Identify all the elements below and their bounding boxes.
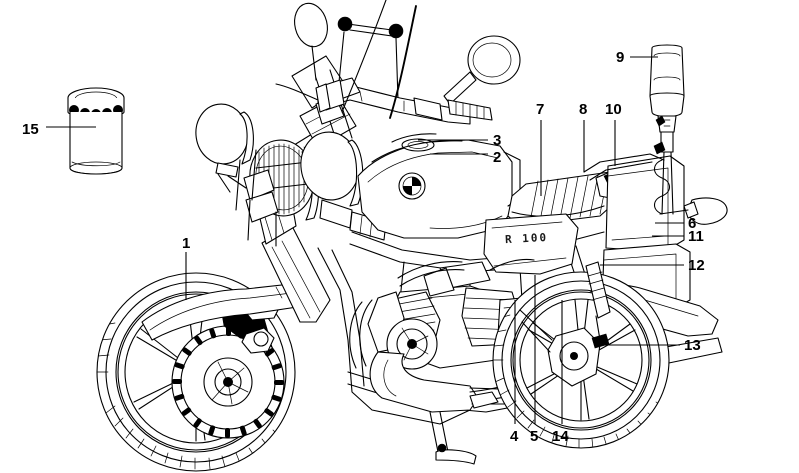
rear-shock-absorber [585,261,611,349]
rear-drive-housing [519,309,601,387]
callout-leader-lines [46,56,684,424]
center-stand [429,411,477,465]
fuel-tank [357,133,521,239]
side-cover-model-badge: R 100 [504,230,549,247]
oil-filter-cartridge [67,87,125,175]
side-cover [483,213,579,275]
handlebar-assembly [275,0,521,125]
footrest [469,391,499,409]
